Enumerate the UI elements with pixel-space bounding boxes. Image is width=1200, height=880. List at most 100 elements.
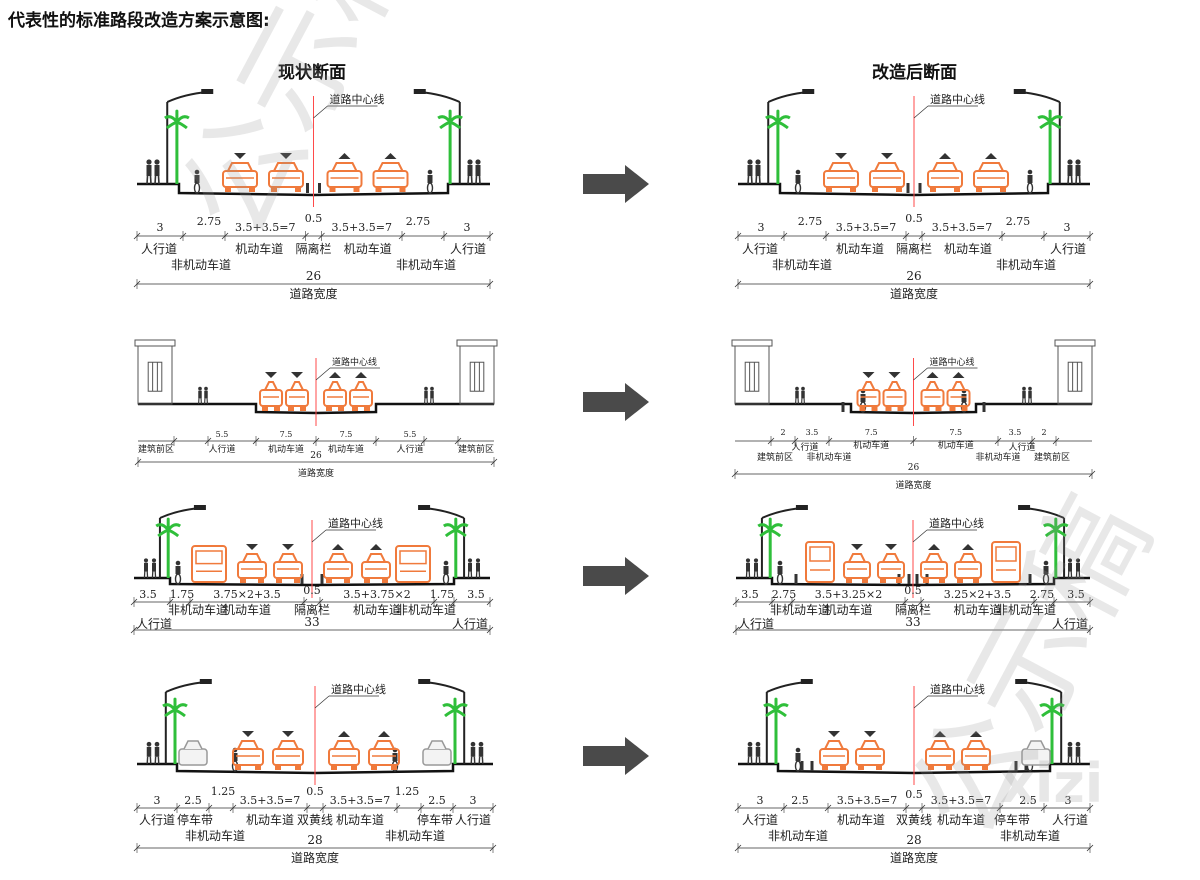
dimension-value: 3.5+3.5=7 bbox=[240, 794, 300, 807]
building-icon bbox=[456, 339, 498, 405]
lane-label: 人行道 bbox=[208, 443, 235, 455]
dimension-value: 0.5 bbox=[905, 212, 923, 225]
car-icon bbox=[823, 162, 859, 192]
pedestrian-icon bbox=[795, 386, 799, 405]
car-icon bbox=[819, 740, 849, 770]
direction-up-icon bbox=[962, 544, 974, 550]
pedestrian-icon bbox=[146, 159, 152, 185]
cyclist-icon bbox=[442, 560, 450, 585]
cyclist-icon bbox=[174, 560, 182, 585]
dimension-value: 3.75×2+3.5 bbox=[213, 588, 280, 601]
pedestrian-icon bbox=[467, 558, 473, 579]
lane-label: 非机动车道 bbox=[396, 257, 456, 272]
cyclist-icon bbox=[426, 169, 434, 194]
pedestrian-icon bbox=[154, 741, 160, 765]
lane-label: 非机动车道 bbox=[385, 828, 445, 843]
direction-up-icon bbox=[928, 544, 940, 550]
total-width-value: 28 bbox=[307, 833, 322, 847]
lane-label: 非机动车道 bbox=[996, 602, 1056, 617]
dimension-value: 3 bbox=[1065, 794, 1072, 807]
lane-label: 隔离栏 bbox=[896, 241, 932, 256]
car-icon bbox=[920, 381, 945, 411]
bollard-icon bbox=[1028, 574, 1032, 584]
centerline-label: 道路中心线 bbox=[332, 356, 377, 368]
bollard-icon bbox=[918, 183, 922, 193]
transform-arrow-icon bbox=[583, 165, 649, 203]
dimension-value: 3 bbox=[1064, 221, 1071, 234]
dimension-value: 2.5 bbox=[184, 794, 202, 807]
lane-label: 机动车道 bbox=[937, 812, 985, 827]
direction-down-icon bbox=[282, 731, 294, 737]
lane-label: 建筑前区 bbox=[757, 451, 793, 463]
lane-label: 非机动车道 bbox=[770, 602, 830, 617]
bollard-icon bbox=[1024, 761, 1028, 771]
dimension-value: 1.25 bbox=[211, 785, 236, 798]
car-icon bbox=[927, 162, 963, 192]
bollard-icon bbox=[318, 183, 321, 193]
building-icon bbox=[1054, 339, 1096, 405]
lane-label: 机动车道 bbox=[353, 602, 401, 617]
palm-tree-icon bbox=[1042, 517, 1069, 578]
dimension-value: 3 bbox=[470, 794, 477, 807]
car-icon bbox=[925, 740, 955, 770]
pedestrian-icon bbox=[478, 741, 484, 765]
dimension-value: 3.5+3.5=7 bbox=[931, 794, 991, 807]
centerline-label: 道路中心线 bbox=[330, 92, 385, 106]
leader-line bbox=[913, 695, 929, 709]
direction-up-icon bbox=[332, 544, 344, 550]
dimension-value: 3.5+3.5=7 bbox=[332, 221, 392, 234]
cyclist-icon bbox=[794, 169, 802, 194]
pedestrian-icon bbox=[747, 159, 753, 185]
pedestrian-icon bbox=[755, 159, 761, 185]
dimension-value: 0.5 bbox=[306, 785, 324, 798]
centerline-label: 道路中心线 bbox=[929, 516, 984, 530]
dimension-value: 2.5 bbox=[428, 794, 446, 807]
dimension-value: 2.75 bbox=[1006, 215, 1031, 228]
dimension-value: 3.5+3.5=7 bbox=[836, 221, 896, 234]
lane-label: 机动车道 bbox=[246, 812, 294, 827]
street-lamp-icon bbox=[1013, 89, 1061, 184]
before-heading: 现状断面 bbox=[278, 63, 346, 83]
dimension-value: 3.5+3.25×2 bbox=[815, 588, 882, 601]
direction-down-icon bbox=[246, 544, 258, 550]
lane-label: 人行道 bbox=[742, 813, 778, 827]
direction-down-icon bbox=[888, 372, 901, 378]
building-icon bbox=[731, 339, 773, 405]
lane-label: 机动车道 bbox=[853, 439, 889, 451]
bollard-icon bbox=[841, 402, 845, 412]
lane-label: 机动车道 bbox=[837, 812, 885, 827]
pedestrian-icon bbox=[755, 741, 761, 765]
direction-down-icon bbox=[282, 544, 294, 550]
car-icon bbox=[361, 553, 391, 583]
car-icon bbox=[877, 553, 905, 583]
pedestrian-icon bbox=[430, 386, 434, 405]
pedestrian-icon bbox=[467, 159, 473, 185]
street-lamp-icon bbox=[158, 505, 206, 578]
pedestrian-icon bbox=[204, 386, 208, 405]
dimension-value: 2.5 bbox=[791, 794, 809, 807]
direction-up-icon bbox=[952, 372, 965, 378]
total-width-value: 26 bbox=[908, 463, 920, 473]
total-width-value: 28 bbox=[906, 833, 921, 847]
lane-label: 人行道 bbox=[455, 813, 491, 827]
dimension-value: 0.5 bbox=[904, 584, 922, 597]
direction-up-icon bbox=[934, 731, 946, 737]
palm-tree-icon bbox=[437, 109, 463, 184]
dimension-value: 3 bbox=[758, 221, 765, 234]
lane-label: 停车带 bbox=[994, 812, 1030, 827]
leader-line bbox=[313, 105, 328, 119]
direction-down-icon bbox=[862, 372, 875, 378]
dimension-value: 2 bbox=[780, 428, 785, 437]
dimension-value: 3.5 bbox=[139, 588, 157, 601]
car-icon bbox=[328, 740, 360, 770]
dimension-value: 3 bbox=[154, 794, 161, 807]
total-width-value: 33 bbox=[905, 615, 920, 629]
dimension-value: 7.5 bbox=[340, 430, 353, 439]
street-lamp-icon bbox=[1018, 505, 1066, 578]
direction-down-icon bbox=[242, 731, 254, 737]
dimension-value: 5.5 bbox=[404, 430, 417, 439]
